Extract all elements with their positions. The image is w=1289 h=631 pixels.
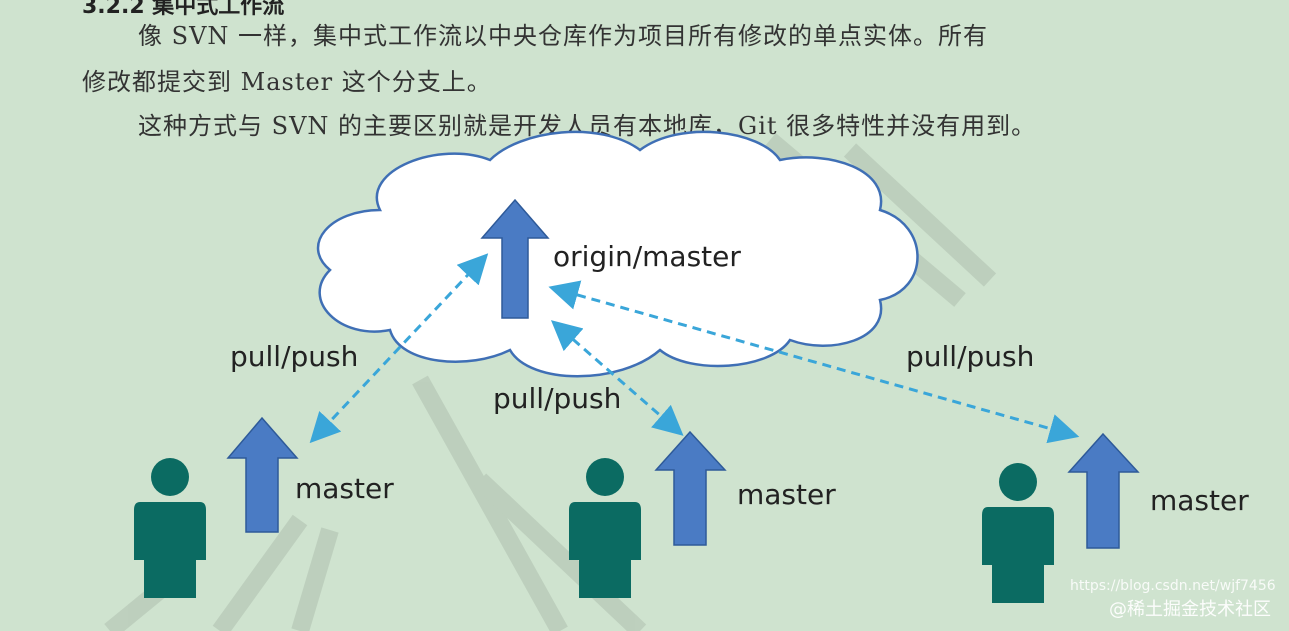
developer-3 [982, 432, 1140, 603]
watermark-url: https://blog.csdn.net/wjf7456 [1070, 578, 1276, 594]
bg-stroke [291, 527, 339, 631]
developer-3-branch-label: master [1150, 484, 1249, 517]
paragraph-line-1: 像 SVN 一样，集中式工作流以中央仓库作为项目所有修改的单点实体。所有 [138, 22, 989, 50]
person-icon-head [999, 463, 1037, 501]
person-icon-body [134, 502, 206, 598]
person-icon-head [586, 458, 624, 496]
connector-left [309, 253, 489, 444]
branch-arrow [1067, 432, 1140, 549]
person-icon-head [151, 458, 189, 496]
developer-1-branch-label: master [295, 472, 394, 505]
section-heading: 3.2.2 集中式工作流 [82, 0, 285, 19]
central-branch-arrow [480, 198, 550, 319]
branch-arrow [226, 416, 299, 533]
developer-2 [569, 430, 727, 598]
edge-label-middle: pull/push [493, 382, 622, 415]
bg-stroke [473, 473, 647, 631]
connector-right [548, 280, 1080, 444]
person-icon-body [982, 507, 1054, 603]
branch-arrow [654, 430, 727, 546]
paragraph-line-2: 修改都提交到 Master 这个分支上。 [82, 68, 492, 96]
edge-label-left: pull/push [230, 340, 359, 373]
watermark-label: @稀土掘金技术社区 [1109, 599, 1271, 620]
bg-stroke [212, 514, 308, 631]
central-label: origin/master [553, 240, 741, 273]
person-icon-body [569, 502, 641, 598]
edge-label-right: pull/push [906, 340, 1035, 373]
developer-1 [134, 416, 299, 598]
bg-stroke [843, 143, 997, 287]
developer-2-branch-label: master [737, 478, 836, 511]
